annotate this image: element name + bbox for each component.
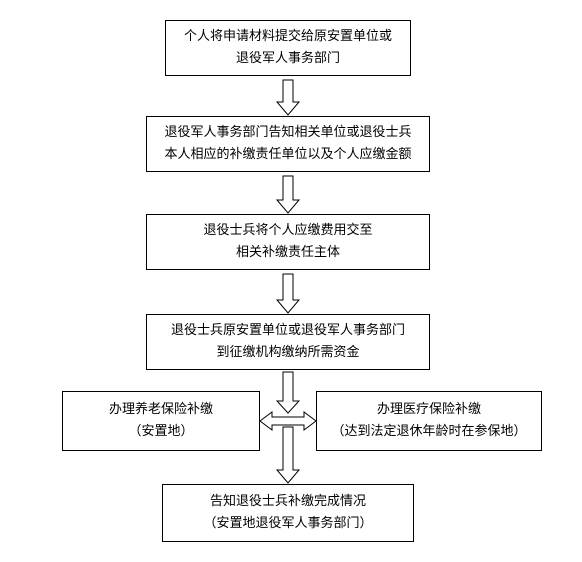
arrow-to-final (275, 426, 301, 484)
step-2-line2: 本人相应的补缴责任单位以及个人应缴金额 (164, 147, 412, 162)
pension-line2: （安置地） (128, 424, 194, 439)
arrow-step4-down (275, 371, 301, 414)
arrow-step1-to-step2 (275, 79, 301, 116)
step-1-line2: 退役军人事务部门 (235, 51, 340, 66)
step-1-box: 个人将申请材料提交给原安置单位或 退役军人事务部门 (165, 20, 411, 76)
step-3-line1: 退役士兵将个人应缴费用交至 (203, 223, 373, 238)
final-line1: 告知退役士兵补缴完成情况 (209, 494, 366, 509)
arrow-step2-to-step3 (275, 175, 301, 214)
step-2-line1: 退役军人事务部门告知相关单位或退役士兵 (164, 125, 412, 140)
medical-line2: （达到法定退休年龄时在参保地） (331, 424, 527, 439)
step-4-box: 退役士兵原安置单位或退役军人事务部门 到征缴机构缴纳所需资金 (146, 314, 430, 370)
pension-line1: 办理养老保险补缴 (108, 402, 213, 417)
step-4-line1: 退役士兵原安置单位或退役军人事务部门 (170, 323, 405, 338)
step-3-box: 退役士兵将个人应缴费用交至 相关补缴责任主体 (146, 214, 430, 270)
step-3-line2: 相关补缴责任主体 (235, 245, 340, 260)
step-4-line2: 到征缴机构缴纳所需资金 (216, 345, 360, 360)
final-line2: （安置地退役军人事务部门） (203, 516, 373, 531)
medical-line1: 办理医疗保险补缴 (376, 402, 481, 417)
medical-box: 办理医疗保险补缴 （达到法定退休年龄时在参保地） (316, 391, 542, 451)
step-1-line1: 个人将申请材料提交给原安置单位或 (183, 29, 392, 44)
arrow-double-pension-medical (259, 411, 317, 431)
step-2-box: 退役军人事务部门告知相关单位或退役士兵 本人相应的补缴责任单位以及个人应缴金额 (146, 116, 430, 172)
arrow-step3-to-step4 (275, 273, 301, 314)
final-box: 告知退役士兵补缴完成情况 （安置地退役军人事务部门） (162, 484, 414, 542)
pension-box: 办理养老保险补缴 （安置地） (62, 391, 260, 451)
